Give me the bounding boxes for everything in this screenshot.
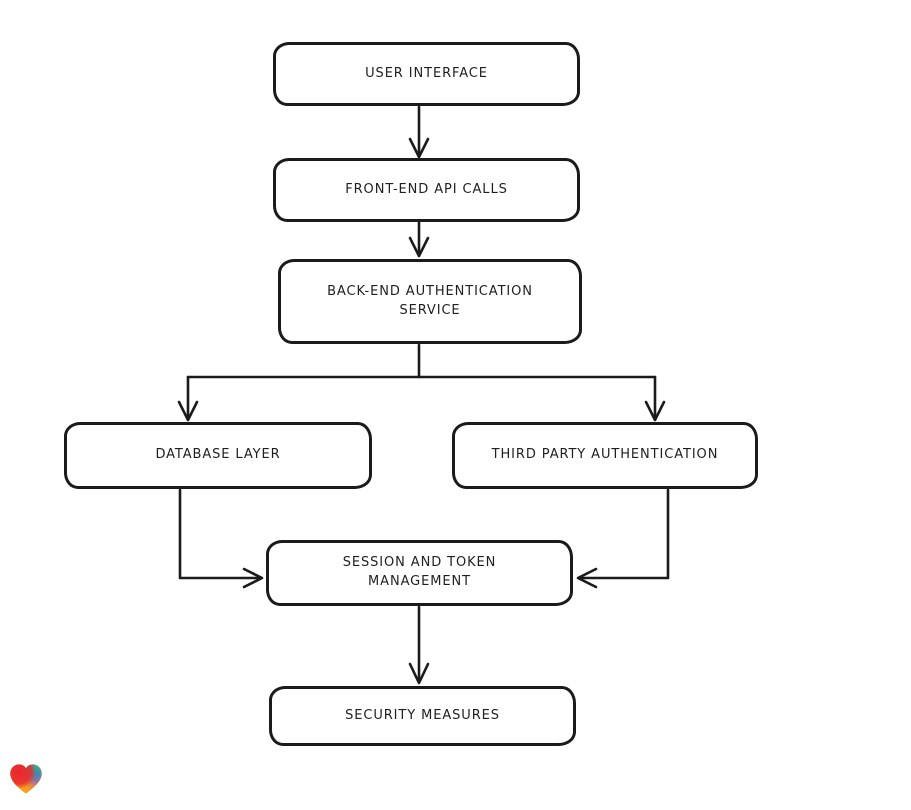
node-user-interface: USER INTERFACE (273, 42, 580, 106)
node-session-and-token-management: SESSION AND TOKEN MANAGEMENT (266, 540, 573, 606)
node-front-end-api-calls: FRONT-END API CALLS (273, 158, 580, 222)
heart-icon (10, 764, 42, 794)
node-label: DATABASE LAYER (155, 447, 281, 463)
node-security-measures: SECURITY MEASURES (269, 686, 576, 746)
node-third-party-authentication: THIRD PARTY AUTHENTICATION (452, 422, 758, 489)
node-label: SECURITY MEASURES (345, 707, 500, 723)
edge-backend-branch (177, 343, 666, 422)
node-back-end-authentication-service: BACK-END AUTHENTICATION SERVICE (278, 259, 582, 344)
edge-ui-to-frontend (408, 105, 430, 159)
edge-frontend-to-backend (408, 219, 430, 258)
heart-gradient-logo[interactable] (8, 761, 44, 797)
node-label: THIRD PARTY AUTHENTICATION (491, 447, 719, 463)
edge-database-to-session (178, 488, 264, 589)
node-label: USER INTERFACE (365, 65, 488, 81)
node-label: SESSION AND TOKEN MANAGEMENT (342, 555, 497, 589)
node-label: BACK-END AUTHENTICATION SERVICE (327, 283, 533, 318)
edge-session-to-security (408, 605, 430, 685)
node-label: FRONT-END API CALLS (345, 181, 508, 197)
edge-thirdparty-to-session (576, 488, 670, 589)
node-database-layer: DATABASE LAYER (64, 422, 372, 489)
